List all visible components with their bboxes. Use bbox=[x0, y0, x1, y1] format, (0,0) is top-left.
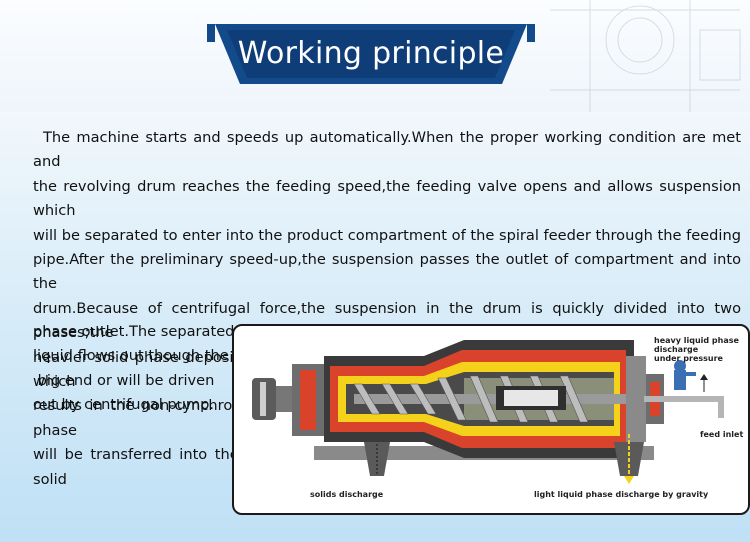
blueprint-decoration bbox=[550, 0, 741, 112]
centrifuge-illustration bbox=[252, 340, 724, 484]
paragraph-line: The machine starts and speeds up automat… bbox=[33, 129, 741, 171]
side-line: phase outlet.The separated bbox=[33, 323, 235, 340]
side-line: out by centrifugal pump. bbox=[33, 396, 215, 414]
label-solids-discharge: solids discharge bbox=[310, 490, 384, 499]
label-heavy-line1: heavy liquid phase bbox=[654, 336, 739, 345]
side-paragraph: phase outlet.The separated liquid flows … bbox=[33, 320, 235, 418]
side-line: liquid flows out though the bbox=[33, 347, 229, 365]
label-light-liquid-discharge: light liquid phase discharge by gravity bbox=[534, 490, 709, 499]
paragraph-line: the revolving drum reaches the feeding s… bbox=[33, 177, 741, 220]
paragraph-line: will be separated to enter into the prod… bbox=[33, 226, 741, 244]
side-line: big end or will be driven bbox=[33, 371, 215, 389]
label-heavy-line3: under pressure bbox=[654, 354, 723, 363]
page-title: Working principle bbox=[237, 36, 505, 71]
paragraph-line: drum.Because of centrifugal force,the su… bbox=[33, 299, 741, 342]
paragraph-line: pipe.After the preliminary speed-up,the … bbox=[33, 251, 741, 293]
label-feed-inlet: feed inlet bbox=[700, 430, 744, 439]
centrifuge-diagram: heavy liquid phase discharge under press… bbox=[232, 324, 750, 515]
title-banner: Working principle bbox=[207, 24, 535, 84]
label-heavy-line2: discharge bbox=[654, 345, 699, 354]
